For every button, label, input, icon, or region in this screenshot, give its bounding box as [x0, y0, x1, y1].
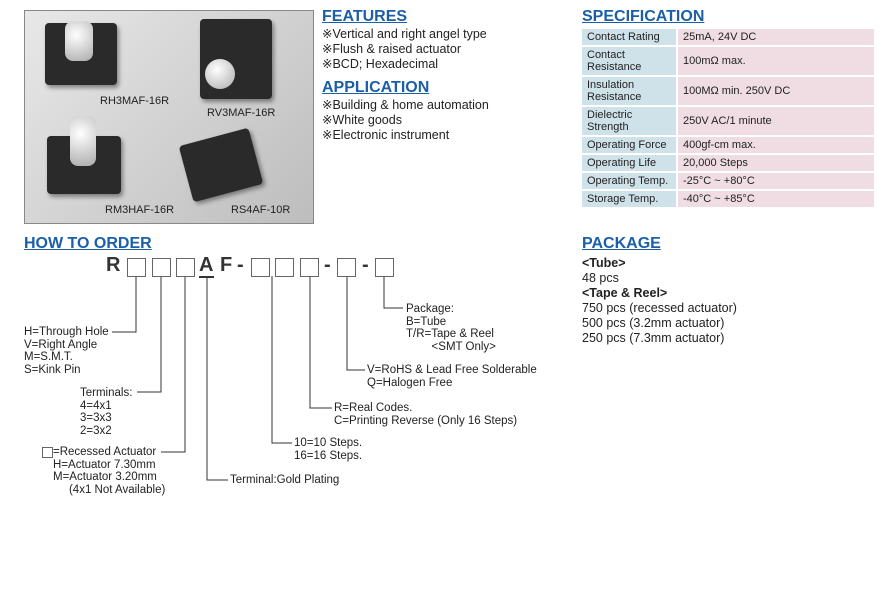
reel-qty: 250 pcs (7.3mm actuator): [582, 331, 725, 345]
codes-options: R=Real Codes. C=Printing Reverse (Only 1…: [334, 402, 518, 427]
code-box-mount: [127, 258, 146, 277]
spec-value: 400gf-cm max.: [678, 137, 874, 153]
spec-label: Insulation Resistance: [582, 77, 678, 105]
application-heading: APPLICATION: [322, 79, 430, 96]
leader-line: [112, 276, 137, 333]
photo-label: RH3MAF-16R: [100, 95, 170, 107]
features-heading: FEATURES: [322, 8, 408, 25]
spec-row: Operating Temp.-25°C ~ +80°C: [582, 173, 874, 189]
specification-heading: SPECIFICATION: [582, 8, 705, 25]
feature-item: ※Flush & raised actuator: [322, 42, 462, 56]
code-box-steps: [275, 258, 294, 277]
spec-label: Contact Rating: [582, 29, 678, 45]
photo-label: RV3MAF-16R: [207, 107, 276, 119]
how-to-order-heading: HOW TO ORDER: [24, 235, 152, 252]
reel-label: <Tape & Reel>: [582, 286, 668, 300]
terminal-options: Terminals: 4=4x1 3=3x3 2=3x2: [80, 387, 133, 437]
photo-label: RS4AF-10R: [231, 204, 291, 216]
code-box-codes: [300, 258, 319, 277]
code-box-steps: [251, 258, 270, 277]
knob: [205, 59, 235, 89]
leader-line: [309, 276, 332, 409]
spec-value: 250V AC/1 minute: [678, 107, 874, 135]
spec-value: -40°C ~ +85°C: [678, 191, 874, 207]
steps-options: 10=10 Steps. 16=16 Steps.: [294, 437, 363, 462]
spec-value: 20,000 Steps: [678, 155, 874, 171]
application-item: ※Building & home automation: [322, 98, 489, 112]
leader-line: [346, 276, 365, 371]
spec-value: -25°C ~ +80°C: [678, 173, 874, 189]
leader-line: [383, 276, 403, 309]
rohs-options: V=RoHS & Lead Free Solderable Q=Halogen …: [367, 364, 537, 389]
product-photo: RH3MAF-16R RV3MAF-16R RM3HAF-16R RS4AF-1…: [24, 10, 314, 224]
spec-label: Operating Temp.: [582, 173, 678, 189]
package-heading: PACKAGE: [582, 235, 661, 252]
actuator-options: =Recessed Actuator H=Actuator 7.30mm M=A…: [53, 446, 166, 496]
code-box-actuator: [176, 258, 195, 277]
recessed-box-icon: [42, 447, 53, 458]
spec-label: Dielectric Strength: [582, 107, 678, 135]
code-char: -: [362, 254, 369, 276]
feature-item: ※Vertical and right angel type: [322, 27, 487, 41]
spec-label: Operating Life: [582, 155, 678, 171]
package-options: Package: B=Tube T/R=Tape & Reel <SMT Onl…: [406, 303, 496, 353]
tube-qty: 48 pcs: [582, 271, 619, 285]
code-char: A: [199, 254, 214, 276]
code-char: -: [324, 254, 331, 276]
leader-line: [161, 276, 186, 453]
leader-line: [137, 276, 162, 393]
spec-value: 100mΩ max.: [678, 47, 874, 75]
photo-label: RM3HAF-16R: [105, 204, 175, 216]
application-list: ※Building & home automation ※White goods…: [322, 98, 489, 143]
spec-label: Operating Force: [582, 137, 678, 153]
leader-line: [206, 276, 228, 481]
spec-value: 25mA, 24V DC: [678, 29, 874, 45]
mount-options: H=Through Hole V=Right Angle M=S.M.T. S=…: [24, 326, 109, 376]
reel-qty: 750 pcs (recessed actuator): [582, 301, 737, 315]
features-list: ※Vertical and right angel type ※Flush & …: [322, 27, 487, 72]
code-box-package: [375, 258, 394, 277]
application-item: ※White goods: [322, 113, 402, 127]
spec-label: Storage Temp.: [582, 191, 678, 207]
code-char: F: [220, 254, 233, 276]
spec-value: 100MΩ min. 250V DC: [678, 77, 874, 105]
plating-note: Terminal:Gold Plating: [230, 474, 340, 486]
spec-row: Storage Temp.-40°C ~ +85°C: [582, 191, 874, 207]
knob: [65, 21, 93, 61]
application-item: ※Electronic instrument: [322, 128, 450, 142]
code-box-rohs: [337, 258, 356, 277]
tube-label: <Tube>: [582, 256, 626, 270]
code-char: R: [106, 254, 121, 276]
feature-item: ※BCD; Hexadecimal: [322, 57, 439, 71]
knob: [70, 116, 96, 166]
leader-line: [271, 276, 292, 444]
spec-label: Contact Resistance: [582, 47, 678, 75]
code-box-terminals: [152, 258, 171, 277]
code-char: -: [237, 254, 244, 276]
reel-qty: 500 pcs (3.2mm actuator): [582, 316, 725, 330]
package-info: <Tube> 48 pcs <Tape & Reel> 750 pcs (rec…: [582, 256, 737, 346]
